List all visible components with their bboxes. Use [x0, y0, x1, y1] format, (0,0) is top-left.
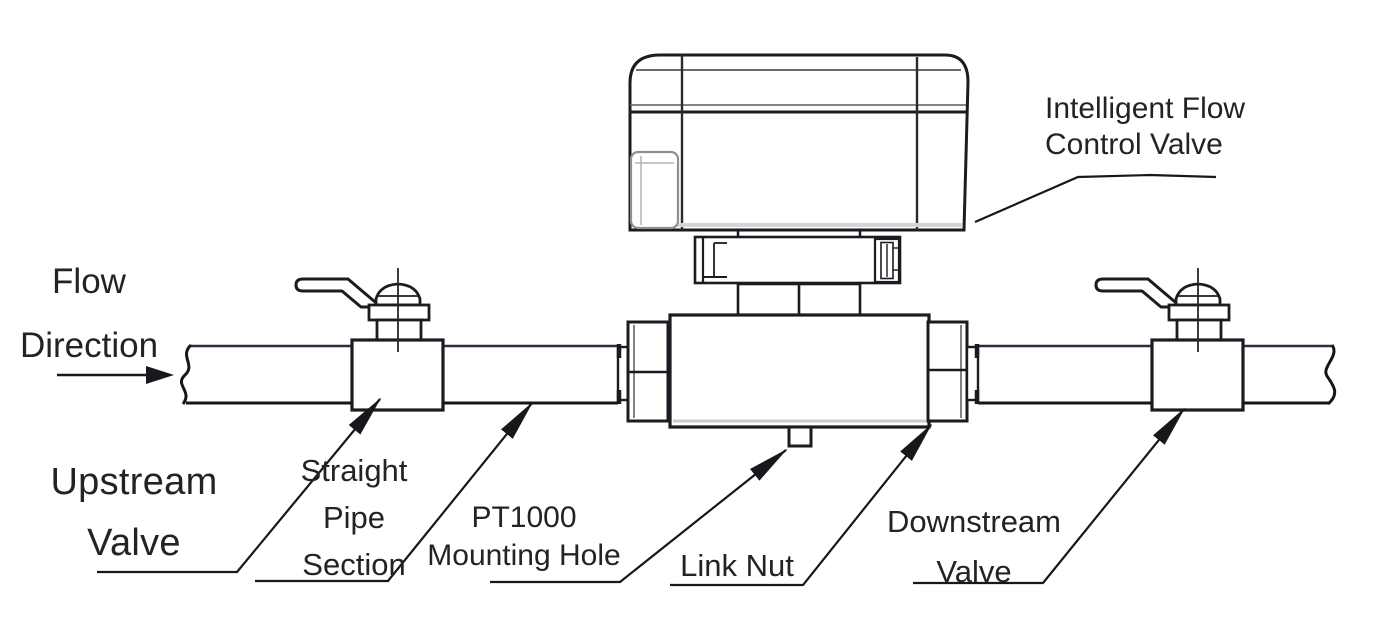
actuator-drawing — [628, 53, 970, 232]
leader-straight-pipe-section — [255, 401, 534, 583]
flow-meter-drawing — [616, 230, 980, 448]
meter-right-step — [965, 345, 980, 402]
label-line: Straight — [300, 453, 408, 488]
label-line: Downstream — [887, 504, 1061, 539]
pipe-mid-right-segment — [978, 344, 1152, 405]
link-nut-label: Link Nut — [664, 547, 810, 585]
leader-pt1000-mounting-hole — [490, 448, 788, 584]
actuator-bracket — [693, 235, 902, 285]
flow-direction-arrow — [57, 366, 174, 384]
leader-lines — [97, 173, 1217, 587]
pipe-right-segment — [1243, 344, 1337, 406]
upstream-valve-label: Upstream Valve — [30, 452, 238, 574]
label-line: Flow — [52, 262, 126, 301]
leader-link-nut — [670, 423, 933, 587]
downstream-valve-drawing — [1094, 266, 1245, 412]
label-line: Link Nut — [680, 548, 794, 583]
pipe-mid-left-segment — [443, 344, 620, 405]
label-line: Intelligent Flow — [1045, 92, 1246, 125]
pipe-left-segment — [179, 343, 352, 405]
label-line: PT1000 — [471, 501, 577, 534]
actuator-display-window — [629, 150, 680, 230]
pipe-break-right — [1324, 344, 1337, 406]
leader-intelligent-flow-control-valve — [974, 173, 1217, 224]
label-line: Valve — [87, 522, 181, 564]
label-line: Direction — [19, 326, 159, 365]
pt1000-mounting-hole-label: PT1000 Mounting Hole — [418, 499, 630, 575]
label-line: Upstream — [50, 461, 218, 503]
label-line: Valve — [936, 554, 1012, 589]
upstream-valve-drawing — [294, 266, 445, 412]
label-line: Mounting Hole — [427, 539, 621, 572]
flow-direction-label: Flow Direction — [0, 250, 178, 378]
actuator-outline — [628, 53, 970, 232]
pipe-break-left — [179, 343, 193, 405]
downstream-valve-label: Downstream Valve — [870, 497, 1078, 597]
leader-upstream-valve — [97, 397, 382, 574]
label-line: Control Valve — [1045, 128, 1223, 161]
meter-body — [668, 313, 931, 429]
intelligent-flow-control-valve-label: Intelligent Flow Control Valve — [1045, 91, 1325, 163]
pt1000-mounting-hole-stub — [787, 425, 813, 448]
leader-downstream-valve — [913, 407, 1186, 585]
